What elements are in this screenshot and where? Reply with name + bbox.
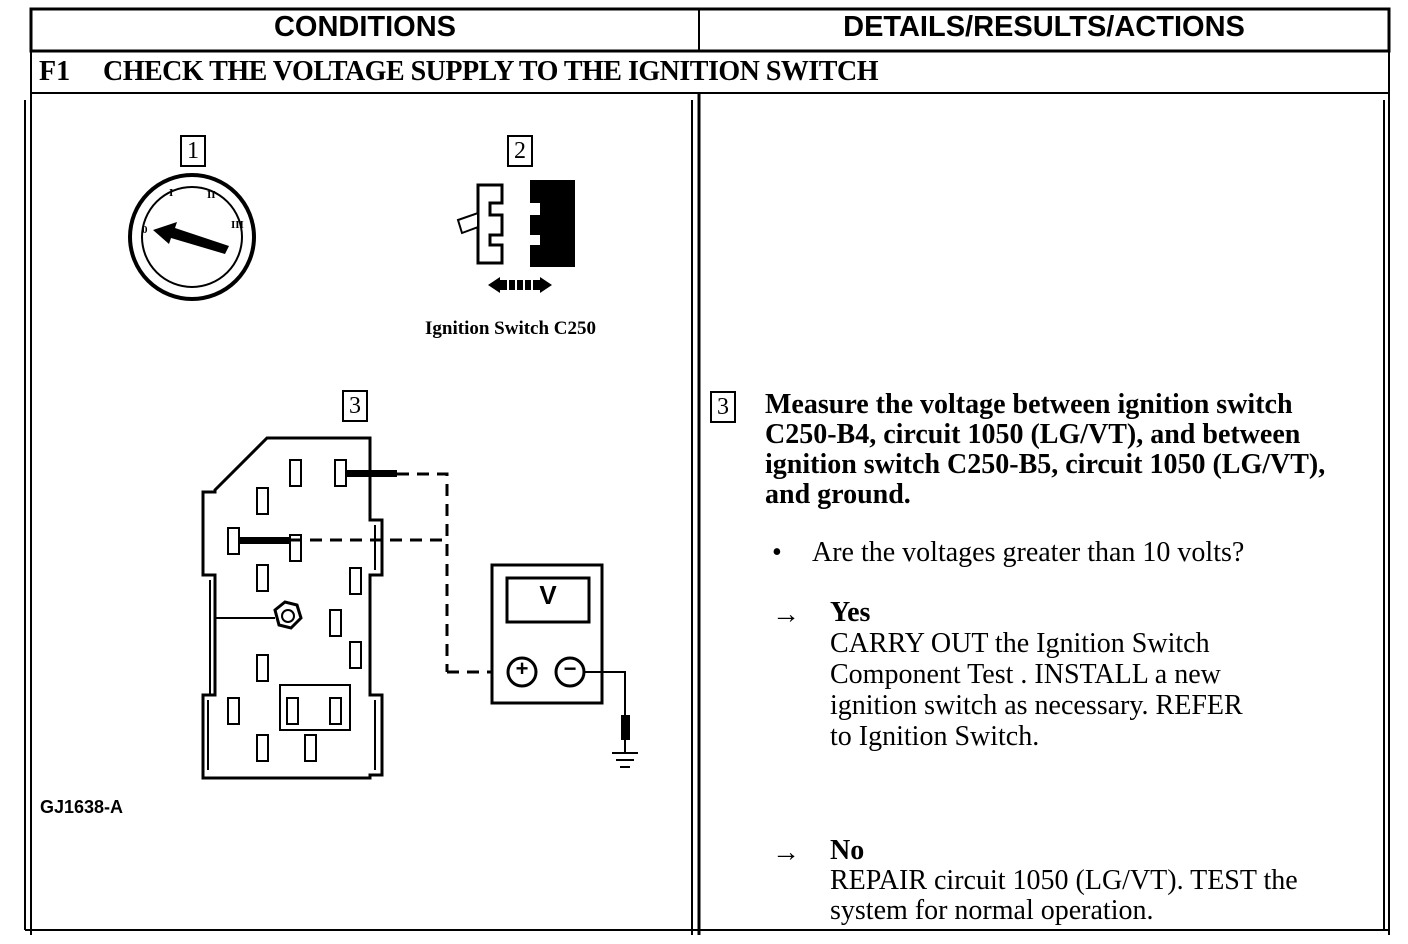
no-label: No: [830, 835, 865, 866]
no-line: REPAIR circuit 1050 (LG/VT). TEST the: [830, 865, 1298, 896]
connector-face-diagram: [201, 436, 638, 780]
yes-arrow-icon: →: [772, 599, 800, 630]
yes-line: Component Test . INSTALL a new: [830, 659, 1221, 690]
svg-text:I: I: [169, 187, 173, 199]
meter-display-label: V: [539, 580, 557, 610]
callout-2: 2: [507, 135, 533, 167]
callout-3: 3: [342, 390, 368, 422]
instruction-text: Measure the voltage between ignition swi…: [765, 390, 1325, 510]
instruction-line: C250-B4, circuit 1050 (LG/VT), and betwe…: [765, 419, 1301, 450]
callout-1: 1: [180, 135, 206, 167]
connector-caption: Ignition Switch C250: [425, 318, 597, 339]
details-header: DETAILS/RESULTS/ACTIONS: [843, 11, 1245, 43]
step-title: CHECK THE VOLTAGE SUPPLY TO THE IGNITION…: [103, 56, 878, 87]
svg-text:0: 0: [142, 224, 148, 236]
yes-label: Yes: [830, 597, 871, 628]
figure-code: GJ1638-A: [40, 797, 124, 817]
instruction-line: Measure the voltage between ignition swi…: [765, 389, 1293, 420]
ignition-key-icon: 0 I II III: [128, 173, 256, 301]
yes-line: to Ignition Switch.: [830, 721, 1040, 752]
no-arrow-icon: →: [772, 837, 800, 868]
step-id: F1: [39, 56, 71, 87]
yes-line: ignition switch as necessary. REFER: [830, 690, 1243, 721]
instruction-line: ignition switch C250-B5, circuit 1050 (L…: [765, 449, 1326, 480]
question-text: Are the voltages greater than 10 volts?: [812, 537, 1245, 568]
bullet-icon: •: [772, 537, 782, 568]
conditions-header: CONDITIONS: [273, 11, 457, 43]
yes-action-text: CARRY OUT the Ignition Switch Component …: [830, 628, 1243, 752]
meter-minus-terminal: −: [563, 656, 577, 681]
details-callout-3: 3: [710, 391, 736, 423]
no-line: system for normal operation.: [830, 895, 1154, 926]
yes-line: CARRY OUT the Ignition Switch: [830, 628, 1210, 659]
meter-plus-terminal: +: [515, 656, 529, 681]
instruction-line: and ground.: [765, 479, 911, 510]
svg-text:II: II: [207, 189, 216, 201]
svg-text:III: III: [231, 219, 244, 231]
connector-c250-icon: [456, 180, 575, 293]
no-action-text: REPAIR circuit 1050 (LG/VT). TEST the sy…: [830, 866, 1298, 926]
